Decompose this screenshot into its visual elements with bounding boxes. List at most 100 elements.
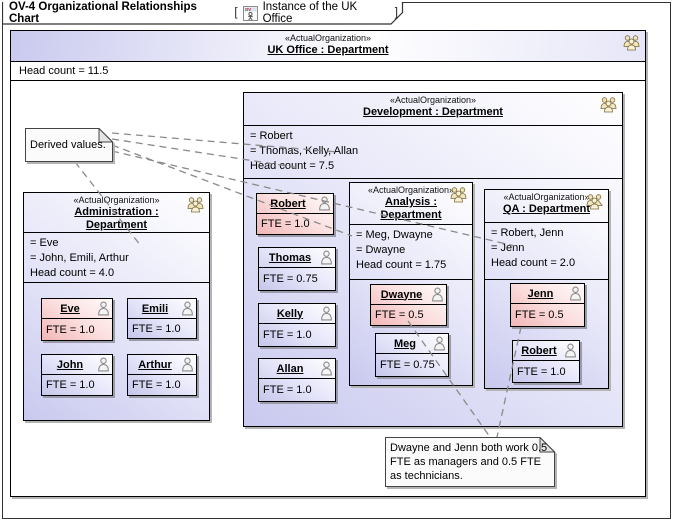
person-icon xyxy=(182,301,193,316)
person-name: Thomas xyxy=(268,251,312,264)
administration-header: «ActualOrganization» Administration : De… xyxy=(24,193,209,233)
person-fte: FTE = 1.0 xyxy=(261,218,310,230)
person-box-allan[interactable]: Allan FTE = 1.0 xyxy=(258,358,336,402)
qa-stereotype: «ActualOrganization» xyxy=(503,192,590,202)
development-attributes: = Robert = Thomas, Kelly, Allan Head cou… xyxy=(244,126,622,179)
person-name: Jenn xyxy=(527,287,554,300)
person-name: Robert xyxy=(270,197,306,210)
person-icon xyxy=(98,301,109,316)
attribute-line: = Jenn xyxy=(491,242,525,254)
person-name: Robert xyxy=(521,344,557,357)
ov-diagram-icon: OV xyxy=(242,5,258,21)
person-box-jenn[interactable]: Jenn FTE = 0.5 xyxy=(510,283,585,327)
qa-header: «ActualOrganization» QA : Department xyxy=(485,190,608,223)
note-shape xyxy=(385,437,555,487)
person-fte: FTE = 0.5 xyxy=(375,309,424,321)
administration-name: Administration : Department xyxy=(74,206,159,231)
attribute-line: = John, Emili, Arthur xyxy=(30,252,129,264)
person-box-dwayne[interactable]: Dwayne FTE = 0.5 xyxy=(370,284,447,326)
person-box-john[interactable]: John FTE = 1.0 xyxy=(41,354,113,396)
person-box-emili[interactable]: Emili FTE = 1.0 xyxy=(127,298,197,339)
person-name: Kelly xyxy=(276,307,304,320)
person-icon xyxy=(319,196,330,211)
person-fte: FTE = 0.75 xyxy=(380,359,435,371)
organization-group-icon xyxy=(187,197,204,213)
attribute-line: Head count = 7.5 xyxy=(250,160,335,172)
person-name: Eve xyxy=(60,302,80,315)
person-name: Meg xyxy=(394,337,416,350)
person-fte: FTE = 1.0 xyxy=(46,379,95,391)
person-icon xyxy=(321,306,332,321)
note-text: Derived values. xyxy=(30,139,106,151)
administration-attributes: = Eve = John, Emili, Arthur Head count =… xyxy=(24,233,209,283)
development-name: Development : Department xyxy=(363,106,503,118)
person-icon xyxy=(565,343,576,358)
attribute-line: = Robert, Jenn xyxy=(491,227,564,239)
note-text: Dwayne and Jenn both work 0.5 FTE as man… xyxy=(390,442,548,482)
diagram-title: OV-4 Organizational Relationships Chart xyxy=(9,1,197,25)
attribute-line: Head count = 2.0 xyxy=(491,257,576,269)
bracket-close: ] xyxy=(394,7,398,19)
attribute-line: = Robert xyxy=(250,130,293,142)
person-icon xyxy=(432,287,443,302)
note-shape xyxy=(25,128,113,162)
person-box-thomas[interactable]: Thomas FTE = 0.75 xyxy=(258,247,336,291)
bracket-open: [ xyxy=(234,7,238,19)
person-icon xyxy=(182,357,193,372)
attribute-line: = Dwayne xyxy=(356,244,406,256)
attribute-line: = Eve xyxy=(30,237,59,249)
qa-attributes: = Robert, Jenn = Jenn Head count = 2.0 xyxy=(485,223,608,280)
diagram-instance-label: Instance of the UK Office xyxy=(262,1,358,25)
person-name: Arthur xyxy=(138,358,172,371)
person-box-eve[interactable]: Eve FTE = 1.0 xyxy=(41,298,113,341)
diagram-title-tab[interactable]: OV-4 Organizational Relationships Chart … xyxy=(2,1,404,25)
organization-group-icon xyxy=(623,35,640,51)
person-icon xyxy=(98,357,109,372)
attribute-line: = Meg, Dwayne xyxy=(356,229,433,241)
person-name: Allan xyxy=(276,362,304,375)
person-icon xyxy=(321,250,332,265)
person-fte: FTE = 1.0 xyxy=(517,365,566,378)
person-fte: FTE = 1.0 xyxy=(263,329,312,341)
person-fte: FTE = 1.0 xyxy=(263,384,312,396)
person-name: John xyxy=(56,358,84,371)
analysis-header: «ActualOrganization» Analysis : Departme… xyxy=(350,183,472,225)
organization-group-icon xyxy=(450,187,467,203)
person-icon xyxy=(570,286,581,301)
dual-role-note[interactable]: Dwayne and Jenn both work 0.5 FTE as man… xyxy=(385,437,555,487)
uk-office-name: UK Office : Department xyxy=(267,44,389,56)
administration-department-box[interactable]: «ActualOrganization» Administration : De… xyxy=(23,192,210,421)
person-name: Emili xyxy=(141,302,169,315)
person-box-robert-dev[interactable]: Robert FTE = 1.0 xyxy=(256,193,334,235)
person-fte: FTE = 1.0 xyxy=(132,322,181,335)
development-stereotype: «ActualOrganization» xyxy=(389,95,477,105)
organization-group-icon xyxy=(600,97,617,113)
person-box-meg[interactable]: Meg FTE = 0.75 xyxy=(375,333,449,377)
person-fte: FTE = 1.0 xyxy=(132,379,181,391)
derived-values-note[interactable]: Derived values. xyxy=(25,128,113,162)
svg-text:OV: OV xyxy=(245,7,251,12)
development-header: «ActualOrganization» Development : Depar… xyxy=(244,93,622,126)
person-name: Dwayne xyxy=(380,288,423,301)
uk-office-stereotype: «ActualOrganization» xyxy=(284,33,372,43)
analysis-department-box[interactable]: «ActualOrganization» Analysis : Departme… xyxy=(349,182,473,386)
person-box-kelly[interactable]: Kelly FTE = 1.0 xyxy=(258,303,336,347)
person-fte: FTE = 0.5 xyxy=(515,309,564,321)
development-department-box[interactable]: «ActualOrganization» Development : Depar… xyxy=(243,92,623,427)
organization-group-icon xyxy=(586,194,603,210)
person-fte: FTE = 0.75 xyxy=(263,273,318,285)
attribute-line: Head count = 4.0 xyxy=(30,267,115,279)
administration-stereotype: «ActualOrganization» xyxy=(73,195,160,205)
person-box-arthur[interactable]: Arthur FTE = 1.0 xyxy=(127,354,197,396)
attribute-line: = Thomas, Kelly, Allan xyxy=(250,145,359,157)
qa-department-box[interactable]: «ActualOrganization» QA : Department = R… xyxy=(484,189,609,389)
person-fte: FTE = 1.0 xyxy=(46,323,95,336)
uk-office-head-count: Head count = 11.5 xyxy=(11,62,645,81)
uk-office-header: «ActualOrganization» UK Office : Departm… xyxy=(11,31,645,62)
tab-outline-shape xyxy=(2,2,404,25)
analysis-attributes: = Meg, Dwayne = Dwayne Head count = 1.75 xyxy=(350,225,472,280)
person-icon xyxy=(321,361,332,376)
person-box-robert-qa[interactable]: Robert FTE = 1.0 xyxy=(512,340,580,383)
attribute-line: Head count = 1.75 xyxy=(356,259,447,271)
